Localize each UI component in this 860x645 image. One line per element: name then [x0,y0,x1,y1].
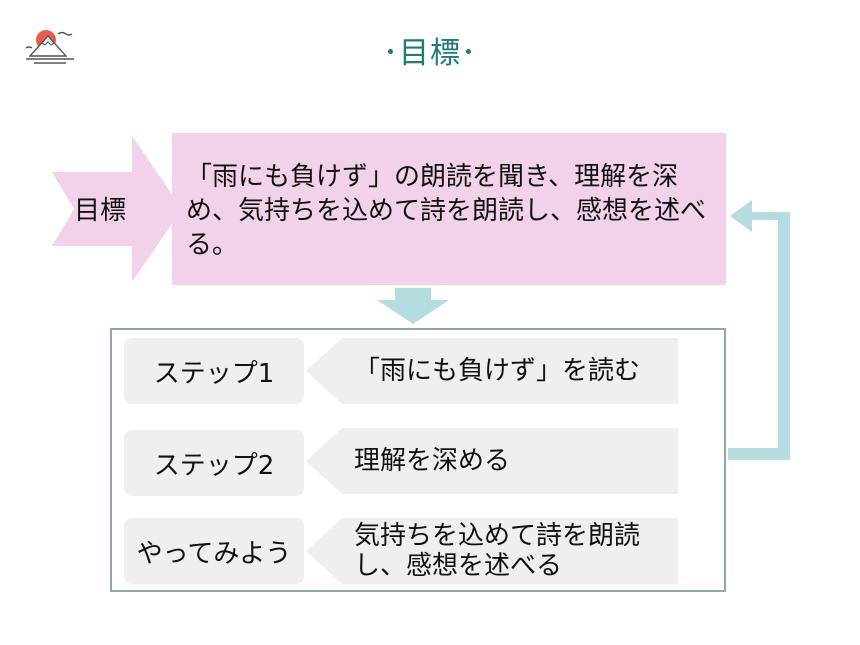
goal-chevron [52,136,182,282]
step-2-description: 理解を深める [354,446,511,476]
step-3-chevron [306,518,678,584]
mount-fuji-sunrise-icon [25,30,74,64]
loop-back-arrow-icon [728,200,790,460]
step-1-description-box: 「雨にも負けず」を読む [306,338,678,404]
step-3-description: 気持ちを込めて詩を朗読し、感想を述べる [354,521,641,581]
page-title: ･目標･ [383,36,477,71]
step-1-label: ステップ1 [124,338,304,404]
step-2-label: ステップ2 [124,430,304,496]
goal-box [172,133,726,285]
step-2-description-box: 理解を深める [306,428,678,494]
goal-label: 目標 [74,196,127,226]
step-2-chevron [306,428,678,494]
goal-text: 「雨にも負けず」の朗読を聞き、理解を深め、気持ちを込めて詩を朗読し、感想を述べる… [186,162,707,260]
down-arrow-icon [377,288,449,324]
step-1-chevron [306,338,678,404]
step-1-description: 「雨にも負けず」を読む [354,356,641,386]
step-3-label: やってみよう [124,518,304,584]
step-3-description-box: 気持ちを込めて詩を朗読し、感想を述べる [306,518,678,584]
